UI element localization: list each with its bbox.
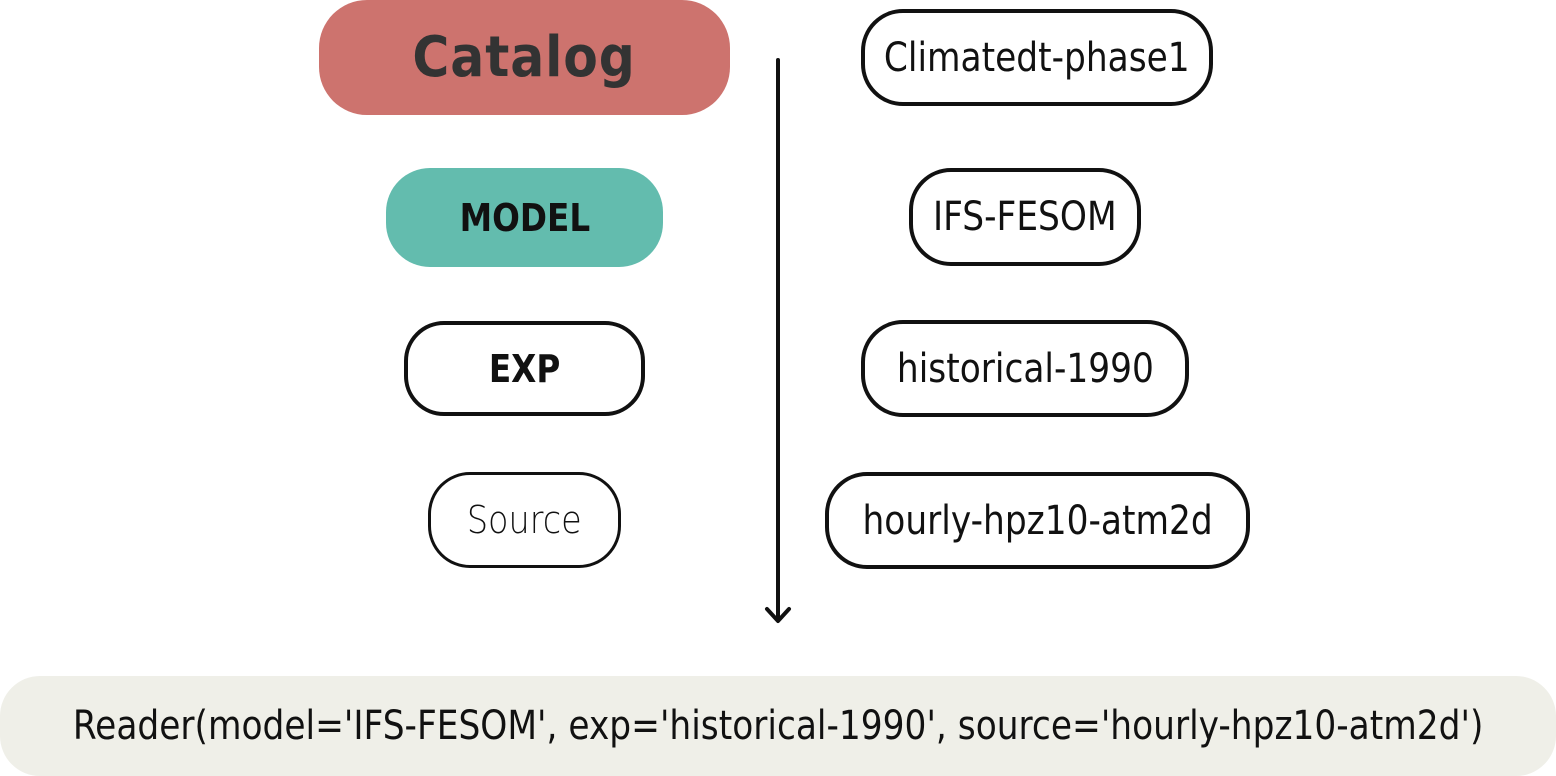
exp-box: EXP	[404, 321, 645, 416]
exp-value-box: historical-1990	[861, 320, 1189, 417]
source-box: Source	[428, 472, 621, 568]
catalog-value-box: Climatedt-phase1	[861, 9, 1213, 106]
exp-label: EXP	[488, 346, 561, 391]
source-label: Source	[467, 498, 582, 542]
reader-call-bar: Reader(model='IFS-FESOM', exp='historica…	[0, 676, 1556, 776]
catalog-box: Catalog	[319, 0, 730, 115]
reader-call-text: Reader(model='IFS-FESOM', exp='historica…	[72, 703, 1484, 749]
source-value-box: hourly-hpz10-atm2d	[825, 472, 1250, 569]
model-box: MODEL	[386, 168, 663, 267]
catalog-label: Catalog	[412, 25, 637, 90]
exp-value: historical-1990	[896, 345, 1154, 392]
model-value-box: IFS-FESOM	[909, 168, 1141, 266]
model-label: MODEL	[459, 195, 590, 240]
catalog-value: Climatedt-phase1	[884, 34, 1190, 81]
down-arrow-icon	[765, 58, 791, 623]
model-value: IFS-FESOM	[933, 194, 1117, 240]
source-value: hourly-hpz10-atm2d	[862, 497, 1213, 544]
